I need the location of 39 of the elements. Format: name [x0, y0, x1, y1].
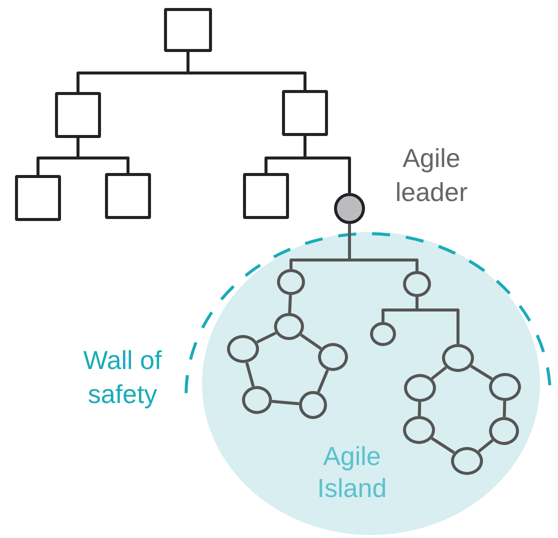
connector-line — [300, 334, 322, 350]
team-member-circle — [242, 386, 272, 414]
team-member-circle — [404, 374, 436, 402]
wall-label: Wall of safety — [82, 344, 163, 411]
node-caption: Agile leader — [394, 142, 469, 209]
team-member-circle — [451, 447, 483, 475]
team-member-circle — [299, 391, 327, 419]
connector-line — [76, 138, 130, 173]
team-member-circle — [227, 335, 259, 363]
connector-line — [256, 332, 276, 344]
org-box — [282, 90, 328, 136]
connector-line — [502, 400, 506, 418]
org-box — [55, 92, 101, 138]
team-member-circle — [403, 271, 431, 297]
team-member-circle — [274, 313, 304, 340]
team-member-circle — [442, 344, 474, 372]
connector-line — [317, 369, 329, 393]
connector-line — [430, 366, 448, 380]
leader-circle — [334, 193, 365, 224]
team-member-circle — [318, 343, 348, 371]
connector-line — [478, 439, 494, 453]
team-member-circle — [489, 417, 519, 445]
team-member-circle — [370, 322, 396, 346]
org-box — [105, 173, 151, 219]
connector-line — [431, 437, 455, 454]
team-member-circle — [277, 269, 305, 295]
connector-line — [272, 400, 300, 406]
island-label: Agile Island — [316, 440, 388, 504]
connector-line — [288, 294, 292, 314]
connector-line — [245, 362, 255, 387]
team-member-circle — [489, 373, 521, 401]
connector-line — [418, 402, 422, 416]
connector-line — [470, 364, 493, 380]
connector-line — [416, 297, 460, 344]
connector-line — [304, 136, 351, 193]
org-box — [164, 8, 212, 52]
org-box — [15, 175, 61, 221]
team-member-circle — [403, 416, 435, 444]
org-box — [243, 173, 289, 219]
